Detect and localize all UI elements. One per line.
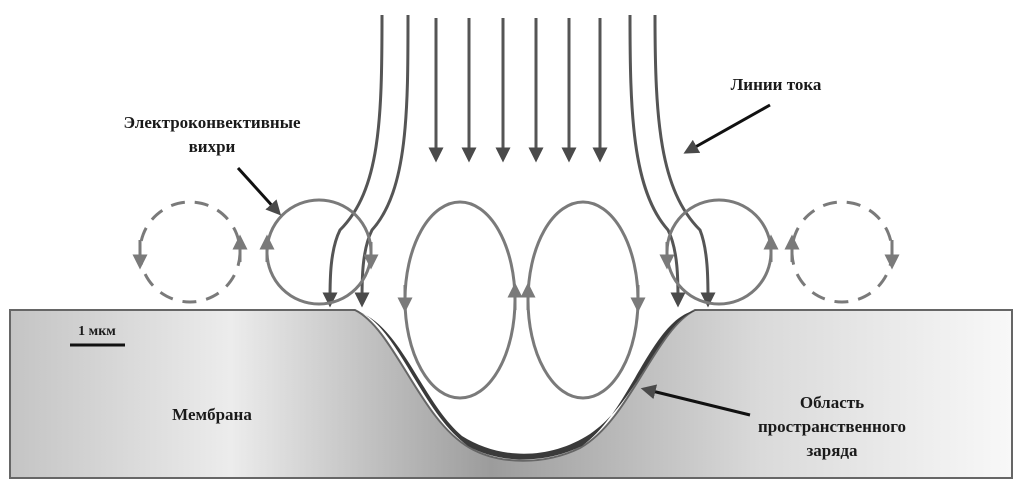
vortex-dashed-left <box>140 202 240 302</box>
label-space-charge-line2: пространственного <box>758 417 906 436</box>
vortex-inner-left <box>405 202 515 398</box>
current-line <box>362 15 408 300</box>
label-vortices-line1: Электроконвективные <box>123 113 300 132</box>
pointer-current-lines <box>690 105 770 150</box>
label-current-lines: Линии тока <box>731 75 822 94</box>
label-space-charge-line3: заряда <box>806 441 858 460</box>
vortex-dashed-right <box>792 202 892 302</box>
central-current-lines <box>436 18 600 155</box>
current-line <box>330 15 382 300</box>
pointer-vortices <box>238 168 276 210</box>
current-line <box>655 15 708 300</box>
label-scale-bar: 1 мкм <box>78 324 116 339</box>
vortex-left <box>267 200 371 304</box>
vortex-inner-right <box>528 202 638 398</box>
label-vortices-line2: вихри <box>189 137 236 156</box>
vortex-right <box>667 200 771 304</box>
label-membrane: Мембрана <box>172 405 252 424</box>
label-space-charge-line1: Область <box>800 393 864 412</box>
